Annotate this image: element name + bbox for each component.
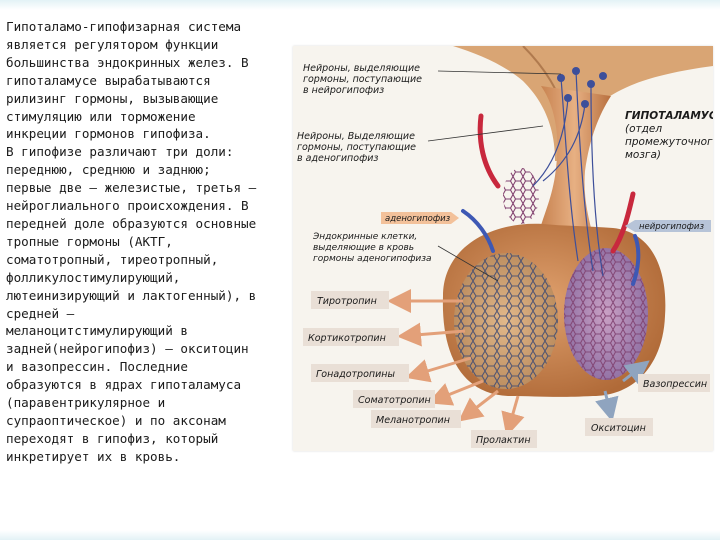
text-line: супраоптическое) и по аксонам <box>6 413 226 428</box>
box-gonadotropins: Гонадотропины <box>311 364 409 382</box>
box-melanotropin: Меланотропин <box>371 410 461 428</box>
text-line: передней доле образуются основные <box>6 216 256 231</box>
text-line: нейроглиального происхождения. В <box>6 198 249 213</box>
pituitary-figure: Нейроны, выделяющие гормоны, поступающие… <box>293 46 713 451</box>
box-tyrotropin: Тиротропин <box>311 291 389 309</box>
text-line: переходят в гипофиз, который <box>6 431 218 446</box>
svg-text:Соматотропин: Соматотропин <box>358 395 431 406</box>
box-vasopressin: Вазопрессин <box>638 374 710 392</box>
label-endocrine-cells: Эндокринные клетки, выделяющие в кровь г… <box>312 232 432 264</box>
svg-text:Тиротропин: Тиротропин <box>317 296 377 307</box>
tag-neurohypophysis: нейрогипофиз <box>625 220 711 232</box>
body-text: Гипоталамо-гипофизарная система является… <box>6 18 292 466</box>
text-line: стимуляцию или торможение <box>6 109 196 124</box>
text-line: первые две — железистые, третья — <box>6 180 256 195</box>
slide-glow-bottom <box>0 530 720 540</box>
text-line: меланоцитстимулирующий в <box>6 323 188 338</box>
label-neurons-adeno: Нейроны, Выделяющие гормоны, поступающие… <box>297 131 419 164</box>
text-line: инкреции гормонов гипофиза. <box>6 126 211 141</box>
portal-plexus-blue <box>503 168 539 224</box>
svg-text:Окситоцин: Окситоцин <box>591 423 646 434</box>
paragraph-lobes: В гипофизе различают три доли: переднюю,… <box>6 143 292 465</box>
text-line: фолликулостимулирующий, <box>6 270 180 285</box>
text-line: рилизинг гормоны, вызывающие <box>6 91 218 106</box>
tag-adenohypophysis: аденогипофиз <box>381 212 459 224</box>
text-line: лютеинизирующий и лактогенный), в <box>6 288 256 303</box>
svg-text:аденогипофиз: аденогипофиз <box>385 214 451 224</box>
svg-text:Пролактин: Пролактин <box>476 435 531 446</box>
slide-glow-top <box>0 0 720 10</box>
text-line: большинства эндокринных желез. В <box>6 55 249 70</box>
paragraph-intro: Гипоталамо-гипофизарная система является… <box>6 18 292 143</box>
text-line: задней(нейрогипофиз) — окситоцин <box>6 341 249 356</box>
text-line: тропные гормоны (АКТГ, <box>6 234 173 249</box>
text-line: средней — <box>6 306 74 321</box>
text-line: Гипоталамо-гипофизарная система <box>6 19 241 34</box>
artery-left <box>480 116 498 186</box>
label-neurons-neuro: Нейроны, выделяющие гормоны, поступающие… <box>303 63 425 96</box>
label-hypothalamus: ГИПОТАЛАМУС (отдел промежуточного мозга) <box>625 110 713 161</box>
text-line: (паравентрикулярное и <box>6 395 165 410</box>
box-corticotropin: Кортикотропин <box>303 328 399 346</box>
box-somatotropin: Соматотропин <box>353 390 435 408</box>
box-oxytocin: Окситоцин <box>585 418 653 436</box>
pituitary-diagram: Нейроны, выделяющие гормоны, поступающие… <box>293 46 713 451</box>
text-line: В гипофизе различают три доли: <box>6 144 233 159</box>
text-line: инкретирует их в кровь. <box>6 449 180 464</box>
text-line: переднюю, среднюю и заднюю; <box>6 162 211 177</box>
svg-text:нейрогипофиз: нейрогипофиз <box>639 222 704 232</box>
svg-text:Кортикотропин: Кортикотропин <box>308 333 386 344</box>
leader-neurons-adeno <box>428 126 543 141</box>
anterior-lobe-cells <box>454 253 558 389</box>
text-line: гипоталамусе вырабатываются <box>6 73 211 88</box>
text-line: является регулятором функции <box>6 37 218 52</box>
svg-text:Меланотропин: Меланотропин <box>376 415 450 426</box>
text-line: и вазопрессин. Последние <box>6 359 188 374</box>
svg-text:Вазопрессин: Вазопрессин <box>643 379 707 390</box>
svg-text:Гонадотропины: Гонадотропины <box>316 369 395 380</box>
box-prolactin: Пролактин <box>471 430 537 448</box>
text-line: соматотропный, тиреотропный, <box>6 252 218 267</box>
text-line: образуются в ядрах гипоталамуса <box>6 377 241 392</box>
